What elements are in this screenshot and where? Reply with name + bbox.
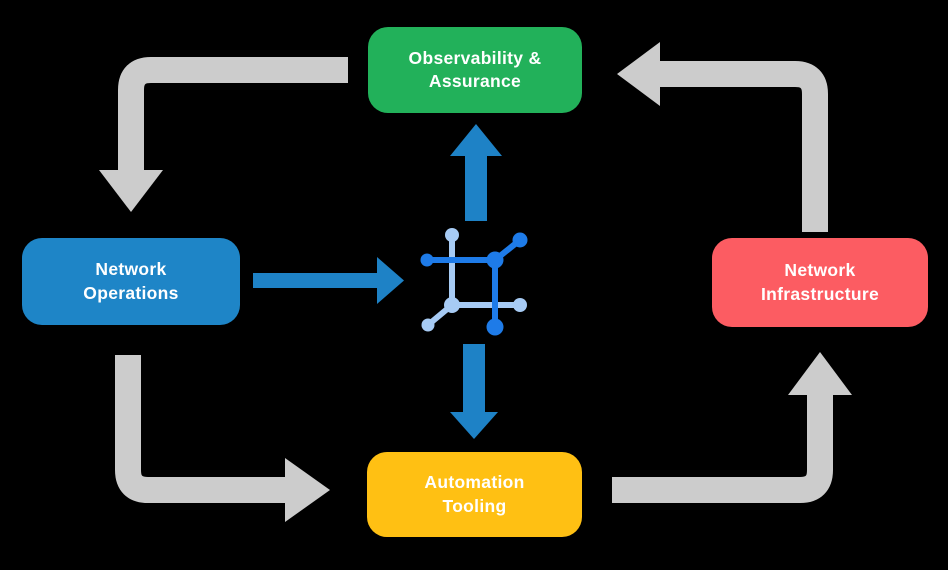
node-network-infrastructure-label: Network Infrastructure [761, 260, 879, 304]
node-network-operations: Network Operations [22, 238, 240, 325]
node-automation-tooling-label: Automation Tooling [424, 472, 525, 516]
node-network-operations-label: Network Operations [83, 259, 179, 303]
arrow-operations-to-center [253, 257, 404, 304]
arrow-operations-to-automation [115, 355, 330, 522]
arrow-automation-to-infrastructure [612, 352, 852, 503]
node-automation-tooling: Automation Tooling [367, 452, 582, 537]
arrow-center-to-automation [450, 344, 498, 439]
arrow-observability-to-operations [99, 57, 348, 212]
arrow-center-to-observability [450, 124, 502, 221]
network-mesh-icon [420, 228, 528, 336]
node-observability-assurance-label: Observability & Assurance [408, 47, 542, 91]
node-observability-assurance: Observability & Assurance [368, 27, 582, 113]
node-network-infrastructure: Network Infrastructure [712, 238, 928, 327]
arrow-infrastructure-to-observability [617, 42, 828, 232]
